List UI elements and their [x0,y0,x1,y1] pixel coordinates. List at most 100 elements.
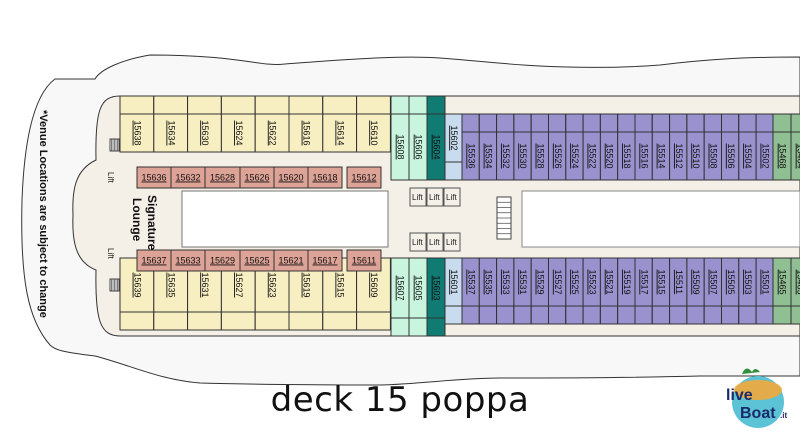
cabin-number: 15519 [622,269,632,294]
cabin-box [307,249,343,272]
cabin-15602[interactable]: 15602 [444,113,463,181]
cabin-15637[interactable]: 15637 [136,249,172,272]
cabin-15508[interactable]: 15508 [703,113,723,181]
cabin-number: 15619 [302,272,312,297]
cabin-15468[interactable]: 15468 [772,113,792,181]
cabin-15527[interactable]: 15527 [548,257,567,325]
cabin-15534[interactable]: 15534 [478,113,498,181]
cabin-balcony [582,113,601,133]
cabin-15509[interactable]: 15509 [686,257,705,325]
cabin-number: 15634 [166,120,176,145]
cabin-15612[interactable]: 15612 [346,166,382,189]
cabin-15530[interactable]: 15530 [513,113,532,181]
cabin-15621[interactable]: 15621 [273,249,309,272]
cabin-15520[interactable]: 15520 [599,113,619,181]
cabin-15501[interactable]: 15501 [755,257,774,325]
cabin-15626[interactable]: 15626 [239,166,275,189]
cabin-15512[interactable]: 15512 [669,113,688,181]
cabin-15525[interactable]: 15525 [565,257,584,325]
cabin-number: 15604 [432,134,442,159]
cabin-15526[interactable]: 15526 [548,113,567,181]
cabin-15522[interactable]: 15522 [582,113,601,181]
cabin-15511[interactable]: 15511 [669,257,688,325]
corridor-void-right [521,190,800,248]
cabin-15535[interactable]: 15535 [478,257,498,325]
cabin-15464[interactable]: 15464 [790,113,800,181]
cabin-15518[interactable]: 15518 [617,113,636,181]
cabin-number: 15518 [622,143,632,168]
cabin-15614[interactable]: 15614 [322,95,358,153]
cabin-15606[interactable]: 15606 [408,95,428,181]
cabin-15618[interactable]: 15618 [307,166,343,189]
cabin-15503[interactable]: 15503 [738,257,757,325]
cabin-15507[interactable]: 15507 [703,257,723,325]
cabin-15463[interactable]: 15463 [790,257,800,325]
cabin-15610[interactable]: 15610 [356,95,391,153]
cabin-15514[interactable]: 15514 [651,113,671,181]
cabin-15633[interactable]: 15633 [170,249,206,272]
cabin-15519[interactable]: 15519 [617,257,636,325]
cabin-15611[interactable]: 15611 [346,249,382,272]
cabin-balcony [496,305,515,325]
cabin-15523[interactable]: 15523 [582,257,601,325]
cabin-balcony [322,311,358,331]
cabin-15634[interactable]: 15634 [153,95,189,153]
cabin-15465[interactable]: 15465 [772,257,792,325]
cabin-15638[interactable]: 15638 [119,95,155,153]
cabin-15604[interactable]: 15604 [426,95,446,181]
cabin-number: 15638 [133,120,143,145]
cabin-15605[interactable]: 15605 [408,257,428,337]
cabin-number: 15509 [691,269,701,294]
cabin-balcony [153,95,189,115]
cabin-15532[interactable]: 15532 [496,113,515,181]
cabin-number: 15511 [674,270,684,294]
cabin-15533[interactable]: 15533 [496,257,515,325]
lift-shaft [426,187,444,207]
cabin-number: 15504 [743,143,753,168]
cabin-15531[interactable]: 15531 [513,257,532,325]
cabin-number: 15616 [302,120,312,145]
lounge-label-line2: Lounge [130,198,144,242]
cabin-15617[interactable]: 15617 [307,249,343,272]
cabin-15510[interactable]: 15510 [686,113,705,181]
cabin-15506[interactable]: 15506 [721,113,740,181]
cabin-15517[interactable]: 15517 [634,257,653,325]
cabin-15620[interactable]: 15620 [273,166,309,189]
cabin-balcony [513,305,532,325]
lift-label: Lift [446,238,457,247]
deck-title: deck 15 poppa [270,380,530,420]
cabin-15625[interactable]: 15625 [239,249,275,272]
cabin-balcony [461,113,480,133]
cabin-15622[interactable]: 15622 [254,95,290,153]
cabin-15524[interactable]: 15524 [565,113,584,181]
cabin-15502[interactable]: 15502 [755,113,774,181]
cabin-15521[interactable]: 15521 [599,257,619,325]
cabin-15632[interactable]: 15632 [170,166,206,189]
cabin-15636[interactable]: 15636 [136,166,172,189]
cabin-15601[interactable]: 15601 [444,257,463,325]
cabin-15529[interactable]: 15529 [530,257,550,325]
cabin-number: 15615 [335,272,345,297]
cabin-15528[interactable]: 15528 [530,113,550,181]
cabin-15515[interactable]: 15515 [651,257,671,325]
cabin-number: 15520 [605,143,615,168]
cabin-15505[interactable]: 15505 [721,257,740,325]
cabin-15607[interactable]: 15607 [390,257,410,337]
cabin-15536[interactable]: 15536 [461,113,480,181]
cabin-15516[interactable]: 15516 [634,113,653,181]
cabin-15628[interactable]: 15628 [204,166,241,189]
cabin-15608[interactable]: 15608 [390,95,410,181]
cabin-balcony [288,95,324,115]
cabin-15504[interactable]: 15504 [738,113,757,181]
cabin-15624[interactable]: 15624 [220,95,256,153]
cabin-number: 15606 [414,134,424,159]
cabin-15537[interactable]: 15537 [461,257,480,325]
cabin-15616[interactable]: 15616 [288,95,324,153]
cabin-15629[interactable]: 15629 [204,249,241,272]
cabin-15603[interactable]: 15603 [426,257,446,337]
cabin-number: 15463 [796,269,800,294]
lounge-label-line1: Signature [145,195,159,251]
cabin-number: 15618 [312,173,337,183]
cabin-15630[interactable]: 15630 [187,95,222,153]
